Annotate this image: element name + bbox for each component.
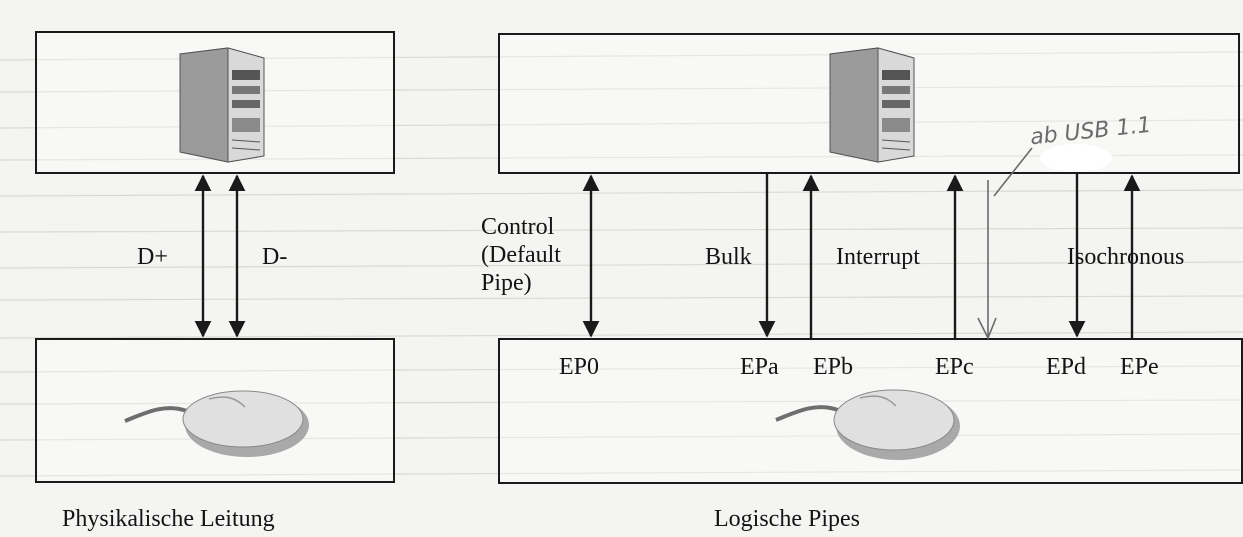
- label-dplus: D+: [137, 244, 168, 270]
- label-epc: EPc: [935, 354, 974, 380]
- label-control-line1: Control: [481, 214, 555, 240]
- label-epb: EPb: [813, 354, 854, 380]
- label-interrupt: Interrupt: [836, 244, 920, 270]
- label-control: Control (Default Pipe): [481, 213, 561, 297]
- caption-logical: Logische Pipes: [714, 506, 860, 532]
- pencil-annotation-arrow: [977, 147, 1033, 340]
- label-bulk: Bulk: [705, 244, 752, 270]
- label-isochronous: Isochronous: [1067, 244, 1185, 270]
- label-dminus: D-: [262, 244, 288, 270]
- label-epa: EPa: [740, 354, 779, 380]
- label-control-line2: (Default: [481, 242, 561, 268]
- label-control-line3: Pipe): [481, 270, 532, 296]
- label-ep0: EP0: [559, 354, 600, 380]
- erased-blob: [1040, 144, 1112, 172]
- caption-physical: Physikalische Leitung: [62, 506, 275, 532]
- label-epd: EPd: [1046, 354, 1087, 380]
- label-epe: EPe: [1120, 354, 1159, 380]
